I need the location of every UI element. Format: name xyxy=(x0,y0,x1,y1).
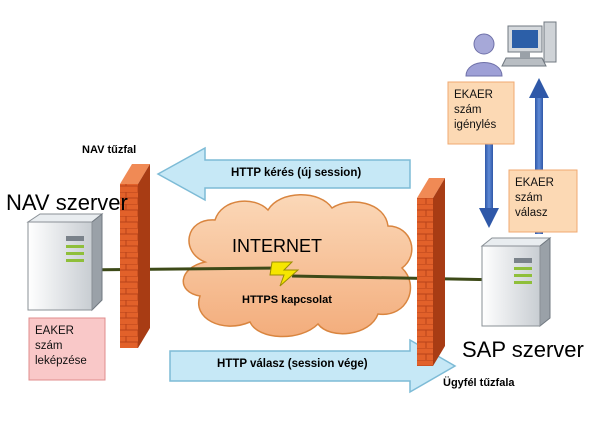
note-mapping: EAKER szám leképzése xyxy=(29,320,105,373)
http-request-label: HTTP kérés (új session) xyxy=(231,167,362,179)
https-label: HTTPS kapcsolat xyxy=(242,294,332,306)
note-request-line-3: igénylés xyxy=(454,119,497,131)
sap-server-label: SAP szerver xyxy=(462,337,584,362)
workstation-icon xyxy=(501,21,557,67)
note-response: EKAER szám válasz xyxy=(509,172,577,225)
vertical-down-arrow xyxy=(479,112,499,228)
nav-server-icon xyxy=(26,212,104,312)
sap-connection-line xyxy=(291,274,506,282)
note-request-line-2: szám xyxy=(454,104,482,116)
note-response-line-1: EKAER xyxy=(515,177,554,189)
http-response-arrow xyxy=(169,338,457,394)
note-response-box xyxy=(508,169,578,233)
note-mapping-line-1: EAKER xyxy=(35,325,74,337)
client-firewall-label: Ügyfél tűzfala xyxy=(443,377,515,389)
note-request-line-1: EKAER xyxy=(454,89,493,101)
note-response-line-3: válasz xyxy=(515,207,548,219)
note-response-line-2: szám xyxy=(515,192,543,204)
note-request-box xyxy=(447,81,515,145)
nav-firewall-label: NAV tűzfal xyxy=(82,144,137,156)
http-response-label: HTTP válasz (session vége) xyxy=(217,358,368,370)
http-request-arrow xyxy=(156,146,411,202)
client-firewall xyxy=(417,178,445,366)
note-mapping-line-3: leképzése xyxy=(35,355,87,367)
nav-firewall xyxy=(120,164,150,348)
internet-label: INTERNET xyxy=(232,236,322,256)
vertical-up-arrow xyxy=(529,78,549,234)
note-request: EKAER szám igénylés xyxy=(448,84,514,137)
nav-server-label: NAV szerver xyxy=(6,190,128,215)
lightning-bolt-icon xyxy=(269,261,300,287)
note-mapping-line-2: szám xyxy=(35,340,63,352)
nav-connection-line xyxy=(74,266,283,272)
internet-cloud xyxy=(182,194,413,338)
note-mapping-box xyxy=(28,317,106,381)
user-icon xyxy=(465,33,503,77)
sap-server-icon xyxy=(480,236,552,328)
